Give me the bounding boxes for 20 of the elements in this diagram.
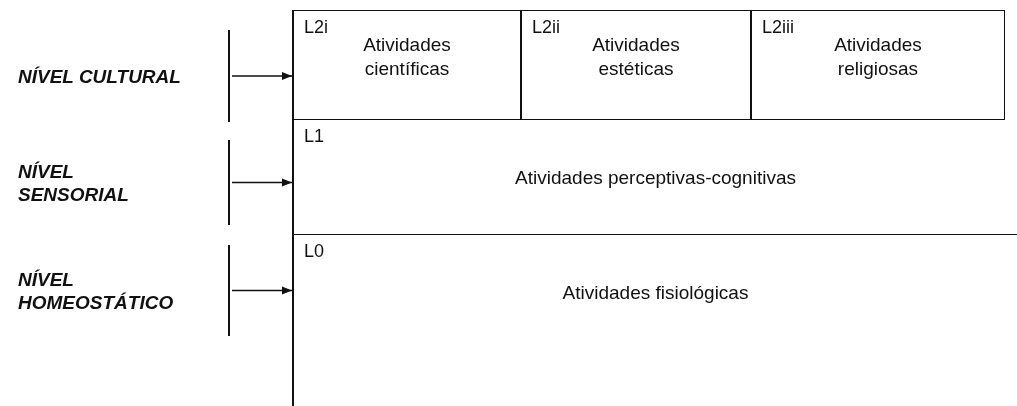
activity-text: Atividades fisiológicas (562, 281, 749, 305)
level-code: L0 (304, 241, 325, 262)
level-code: L2i (304, 17, 329, 38)
level-label: NÍVEL CULTURAL (18, 30, 230, 122)
level-code: L2iii (762, 17, 795, 38)
level-code: L1 (304, 126, 325, 147)
level-code: L2ii (532, 17, 561, 38)
activity-box (750, 10, 1005, 120)
arrow (231, 178, 293, 187)
arrow (231, 286, 293, 295)
activity-text: Atividades estéticas (591, 33, 681, 81)
arrow (231, 71, 293, 81)
level-label: NÍVEL SENSORIAL (18, 140, 230, 225)
activity-text: Atividades científicas (362, 33, 452, 81)
activity-box (520, 10, 750, 120)
activity-text: Atividades religiosas (833, 33, 923, 81)
activity-box (292, 120, 1017, 235)
level-label: NÍVEL HOMEOSTÁTICO (18, 245, 230, 336)
activity-text: Atividades perceptivas-cognitivas (515, 166, 796, 190)
activity-box (292, 10, 520, 120)
